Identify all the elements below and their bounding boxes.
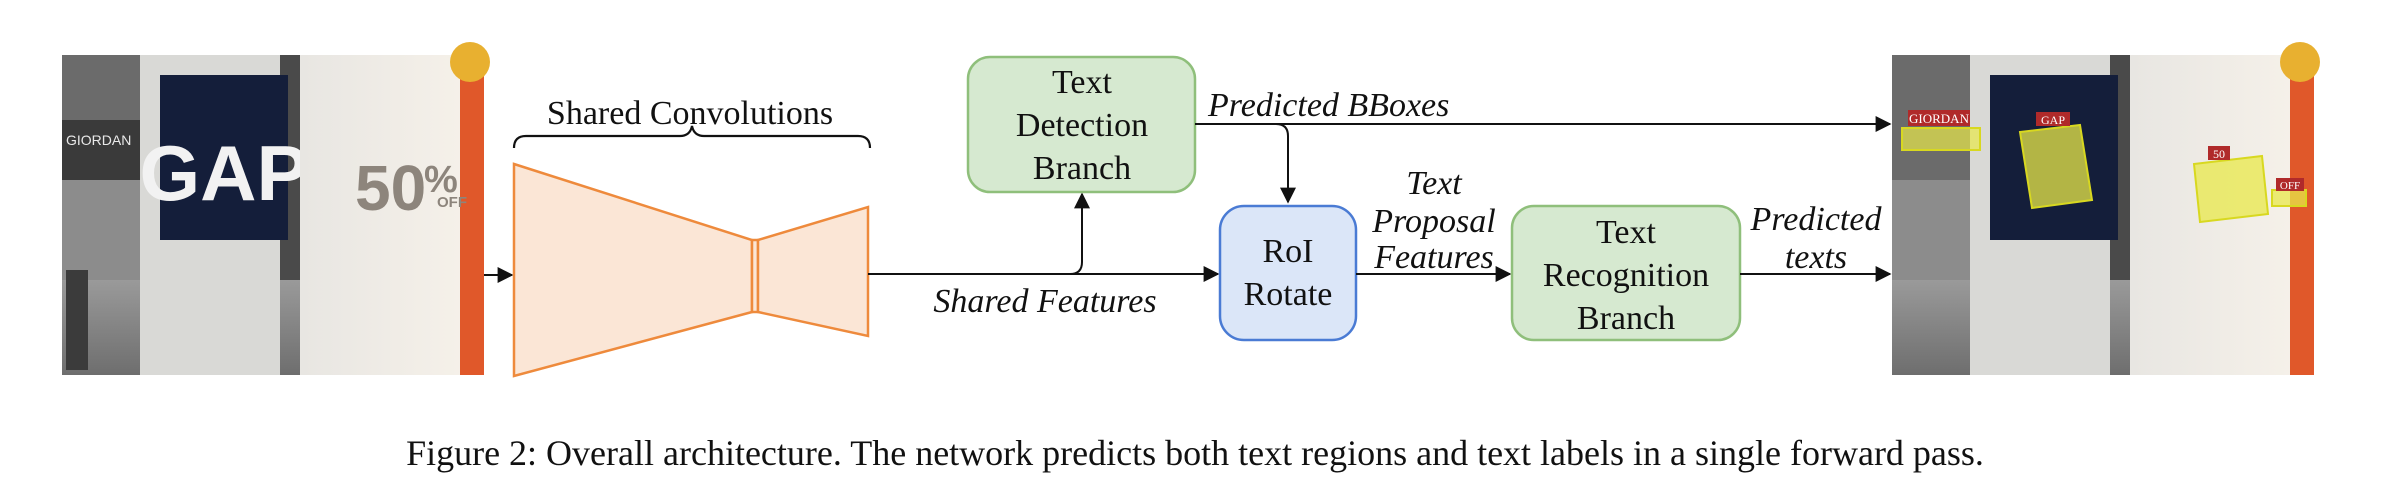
bbox-gap: [2018, 123, 2094, 210]
bbox-50: [2192, 154, 2270, 224]
recognition-label-line2: Recognition: [1543, 257, 1709, 294]
architecture-diagram: GAP 50 % OFF GIORDAN Shared Convolutions…: [62, 42, 2320, 378]
sale-percent-sign: %: [424, 159, 458, 201]
roi-label-line1: RoI: [1263, 233, 1314, 270]
detection-label-line3: Branch: [1033, 150, 1131, 187]
figure-caption: Figure 2: Overall architecture. The netw…: [406, 433, 1984, 473]
gap-sign-text: GAP: [139, 129, 308, 217]
shared-features-label: Shared Features: [933, 283, 1156, 320]
text-proposal-line3: Features: [1373, 239, 1494, 276]
bbox-off: [2271, 189, 2307, 207]
detection-label-line1: Text: [1052, 64, 1112, 101]
edge-bboxes-to-roi: [1195, 123, 1296, 204]
encoder-trapezoid: [512, 162, 754, 378]
decoder-trapezoid: [756, 205, 870, 338]
tag-off: OFF: [2280, 180, 2300, 192]
recognition-label-line3: Branch: [1577, 300, 1675, 337]
predicted-bboxes-label: Predicted BBoxes: [1207, 87, 1449, 124]
text-proposal-line1: Text: [1406, 165, 1463, 202]
roi-rotate-box: [1218, 204, 1358, 342]
store-sign-text: GIORDAN: [66, 132, 131, 148]
gap-billboard: [160, 75, 288, 240]
edge-to-detection: [1069, 192, 1090, 275]
shared-conv-brace: [512, 125, 872, 149]
shared-conv-label: Shared Convolutions: [547, 95, 833, 132]
tag-50: 50: [2213, 147, 2225, 161]
tag-giordan: GIORDAN: [1909, 111, 1970, 126]
sale-percent-text: 50: [355, 152, 426, 224]
roi-label-line2: Rotate: [1244, 276, 1333, 313]
output-image: GIORDAN GAP 50 OFF: [1892, 42, 2320, 375]
text-proposal-line2: Proposal: [1371, 203, 1495, 240]
bbox-giordan: [1901, 127, 1981, 151]
sale-off-text: OFF: [437, 194, 467, 211]
input-image: GAP 50 % OFF GIORDAN: [62, 42, 490, 375]
predicted-texts-line1: Predicted: [1750, 201, 1883, 238]
predicted-texts-line2: texts: [1785, 239, 1847, 276]
tag-gap: GAP: [2041, 113, 2065, 127]
recognition-label-line1: Text: [1596, 214, 1656, 251]
detection-label-line2: Detection: [1016, 107, 1148, 144]
